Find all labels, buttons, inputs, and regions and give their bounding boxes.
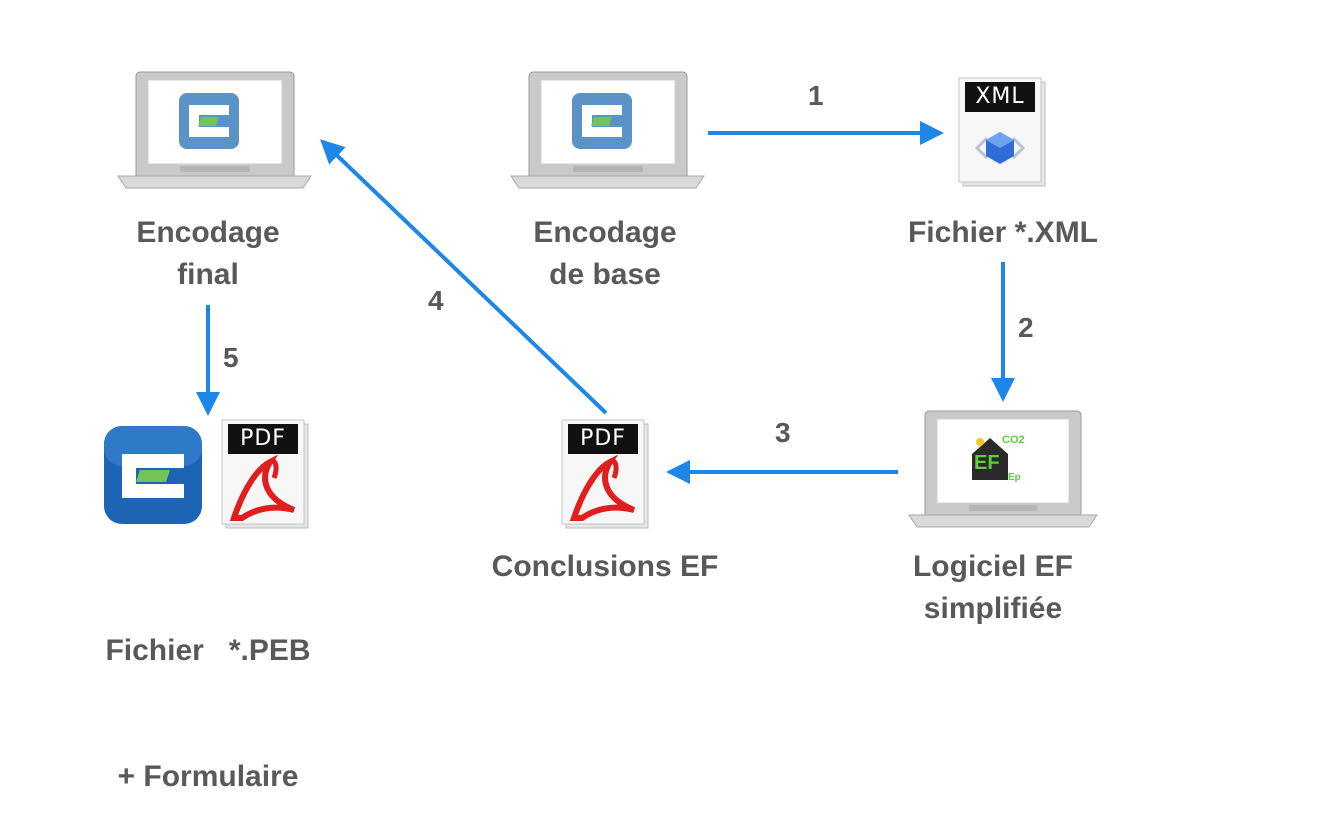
label-line: Fichier *.XML xyxy=(907,216,1099,249)
label-line: final xyxy=(177,258,239,291)
laptop-icon xyxy=(117,71,312,189)
label-line: + Formulaire xyxy=(117,760,299,793)
label-logiciel-ef: Logiciel EF simplifiée xyxy=(893,546,1093,630)
ef-main-text: EF xyxy=(974,452,1000,474)
pdf-tag: PDF xyxy=(228,424,298,454)
flow-arrows xyxy=(196,121,1015,484)
label-line: Logiciel EF xyxy=(912,550,1074,583)
label-fichier-xml: Fichier *.XML xyxy=(883,212,1123,254)
label-line: de base xyxy=(549,258,661,291)
label-line: Conclusions EF xyxy=(491,550,719,583)
xml-tag: XML xyxy=(965,82,1035,112)
ef-co2-text: CO2 xyxy=(1002,434,1025,446)
label-fichier-peb: Fichier *.PEB + Formulaire xyxy=(93,546,323,840)
step-5: 5 xyxy=(223,342,239,373)
peb-app-icon xyxy=(104,426,202,524)
label-encodage-base: Encodage de base xyxy=(505,212,705,296)
pdf-file-icon: PDF xyxy=(220,418,312,530)
label-line: simplifiée xyxy=(923,592,1063,625)
label-line: Encodage xyxy=(533,216,677,249)
xml-file-icon: XML xyxy=(957,76,1049,188)
laptop-icon xyxy=(510,71,705,189)
label-conclusions-ef: Conclusions EF xyxy=(480,546,730,588)
step-3: 3 xyxy=(775,417,791,448)
arrow-4 xyxy=(320,139,608,415)
ef-ep-text: Ep xyxy=(1008,472,1021,483)
step-2: 2 xyxy=(1018,312,1034,343)
pdf-file-icon: PDF xyxy=(560,418,652,530)
label-line: Encodage xyxy=(136,216,280,249)
ef-logo: EF CO2 Ep xyxy=(968,432,1032,488)
step-1: 1 xyxy=(808,80,824,111)
step-4: 4 xyxy=(428,285,444,316)
label-encodage-final: Encodage final xyxy=(108,212,308,296)
label-line: Fichier *.PEB xyxy=(105,634,311,667)
pdf-tag: PDF xyxy=(568,424,638,454)
